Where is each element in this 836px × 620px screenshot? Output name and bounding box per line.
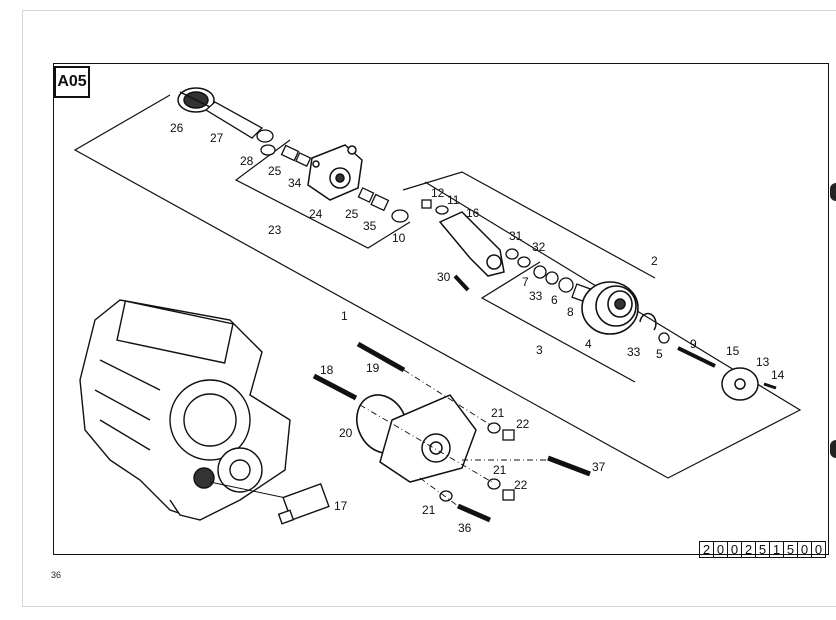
assembly-axis xyxy=(419,477,459,507)
page-number: 36 xyxy=(51,570,62,580)
label-5: 5 xyxy=(656,347,663,361)
hub-part-15 xyxy=(721,367,759,401)
label-32: 32 xyxy=(532,240,546,254)
diagram-frame xyxy=(53,63,829,555)
housing-part-24 xyxy=(307,144,363,201)
part-code-digit: 1 xyxy=(769,541,784,558)
washer-part-5 xyxy=(658,332,670,344)
label-31: 31 xyxy=(509,229,523,243)
part-code-digit: 5 xyxy=(783,541,798,558)
part-code-digit: 0 xyxy=(797,541,812,558)
pin-part-30 xyxy=(453,274,470,292)
part-labels: 1 2 3 4 5 6 7 8 9 10 11 12 13 14 15 16 1… xyxy=(170,121,785,535)
pump-housing xyxy=(379,394,477,483)
section-badge: A05 xyxy=(54,66,90,98)
bearing-part-34 xyxy=(280,144,312,168)
label-15: 15 xyxy=(726,344,740,358)
label-34: 34 xyxy=(288,176,302,190)
bearing-stack-7-33-6-8 xyxy=(533,265,591,303)
label-36: 36 xyxy=(458,521,472,535)
label-28: 28 xyxy=(240,154,254,168)
label-1: 1 xyxy=(341,309,348,323)
part-code-digit: 0 xyxy=(713,541,728,558)
screw-part-14 xyxy=(763,382,777,390)
pulley-part-4 xyxy=(581,281,639,335)
stud-part-18 xyxy=(312,373,358,401)
shaft-part-27 xyxy=(204,101,274,143)
label-27: 27 xyxy=(210,131,224,145)
bolt-part-9 xyxy=(677,346,716,368)
label-37: 37 xyxy=(592,460,606,474)
label-26: 26 xyxy=(170,121,184,135)
page-edge-mark xyxy=(830,183,836,201)
label-33: 33 xyxy=(529,289,543,303)
label-3: 3 xyxy=(536,343,543,357)
assembly-23-bracket xyxy=(234,139,411,249)
part-code-digit: 2 xyxy=(741,541,756,558)
label-17: 17 xyxy=(334,499,348,513)
label-25: 25 xyxy=(268,164,282,178)
sensor-part-17 xyxy=(277,482,330,525)
nut-part-12 xyxy=(421,199,432,209)
washer-nut-set-21-22 xyxy=(439,422,515,502)
assembly-1-outline xyxy=(73,94,802,479)
label-7: 7 xyxy=(522,275,529,289)
label-21: 21 xyxy=(491,406,505,420)
label-14: 14 xyxy=(771,368,785,382)
label-24: 24 xyxy=(309,207,323,221)
label-9: 9 xyxy=(690,337,697,351)
part-code-digit: 0 xyxy=(811,541,826,558)
leader-line-17 xyxy=(209,481,287,499)
washer-part-31 xyxy=(505,248,519,260)
label-13: 13 xyxy=(756,355,770,369)
label-12: 12 xyxy=(431,186,445,200)
label-20: 20 xyxy=(339,426,353,440)
assembly-2-bracket xyxy=(402,171,656,279)
page-edge-mark xyxy=(830,440,836,458)
label-22: 22 xyxy=(516,417,530,431)
label-11: 11 xyxy=(447,193,460,207)
washer-part-28 xyxy=(260,144,276,156)
engine-illustration xyxy=(79,299,291,521)
label-19: 19 xyxy=(366,361,380,375)
circlip-part-33 xyxy=(639,312,657,331)
stud-part-19 xyxy=(356,341,406,373)
label-25: 25 xyxy=(345,207,359,221)
assembly-axis xyxy=(403,369,493,427)
tension-arm-part-16 xyxy=(438,211,505,277)
label-35: 35 xyxy=(363,219,377,233)
label-6: 6 xyxy=(551,293,558,307)
label-8: 8 xyxy=(567,305,574,319)
label-21: 21 xyxy=(493,463,507,477)
label-23: 23 xyxy=(268,223,282,237)
part-code-digit: 0 xyxy=(727,541,742,558)
washer-part-11 xyxy=(435,205,449,215)
part-code-digit: 5 xyxy=(755,541,770,558)
label-33: 33 xyxy=(627,345,641,359)
label-22: 22 xyxy=(514,478,528,492)
label-18: 18 xyxy=(320,363,334,377)
part-code-box: 2 0 0 2 5 1 5 0 0 xyxy=(699,541,826,558)
bearing-part-25 xyxy=(357,187,390,212)
assembly-3-bracket xyxy=(480,261,636,383)
label-2: 2 xyxy=(651,254,658,268)
pulley-part-26 xyxy=(177,87,215,113)
label-4: 4 xyxy=(585,337,592,351)
label-21: 21 xyxy=(422,503,436,517)
label-16: 16 xyxy=(466,206,480,220)
bolt-part-36 xyxy=(456,503,492,523)
washer-part-10 xyxy=(391,209,409,223)
bolt-part-37 xyxy=(547,455,591,477)
washer-part-32 xyxy=(517,256,531,268)
part-code-digit: 2 xyxy=(699,541,714,558)
label-10: 10 xyxy=(392,231,406,245)
label-30: 30 xyxy=(437,270,451,284)
